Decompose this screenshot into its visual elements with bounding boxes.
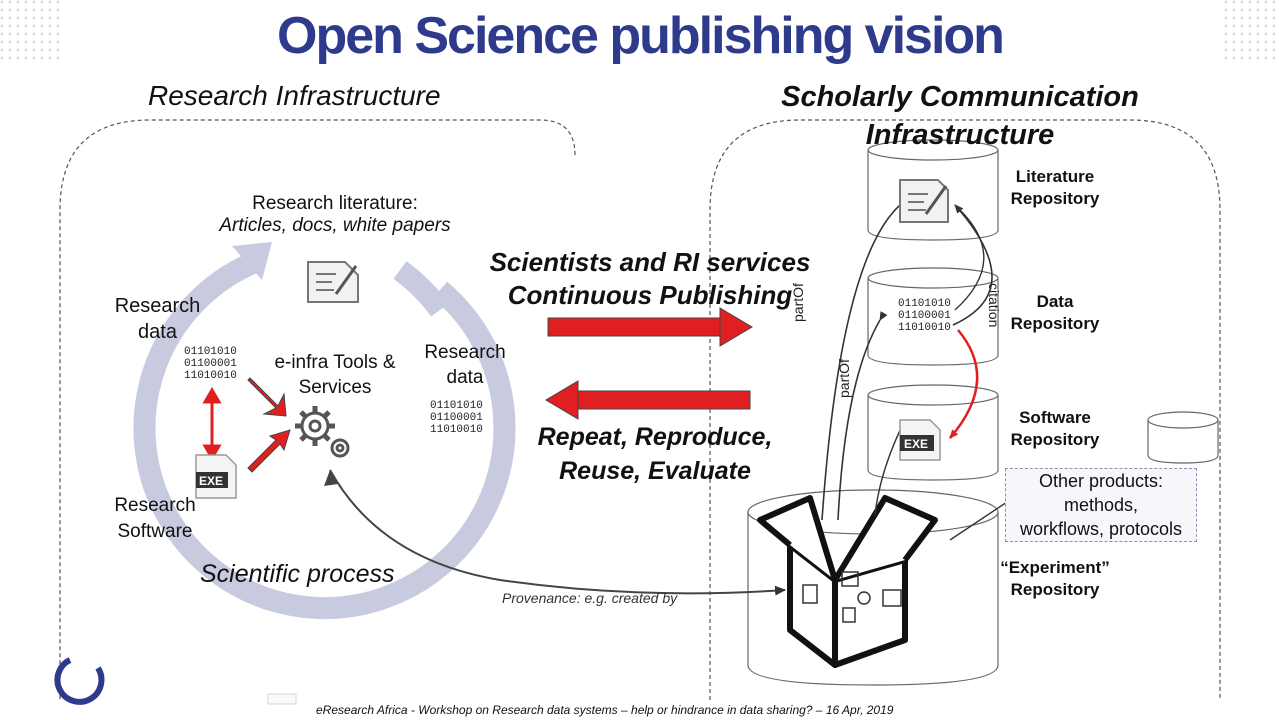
software-citation-link	[949, 329, 979, 439]
einfra-line2: Services	[298, 377, 372, 398]
partof-label: partOf	[836, 359, 852, 398]
continuous-publishing-arrow	[547, 307, 753, 347]
research-software-label: Research Software	[95, 493, 215, 545]
literature-repo-line1: Literature	[1015, 167, 1095, 186]
open-box-icon	[757, 495, 938, 668]
research-literature-subtitle: Articles, docs, white papers	[219, 215, 451, 236]
center-research-data-line1: Research	[424, 342, 506, 363]
repeat-line1: Repeat, Reproduce,	[537, 423, 773, 451]
small-badge	[267, 693, 297, 705]
provenance-link	[329, 469, 786, 596]
provenance-label: Provenance: e.g. created by	[502, 590, 678, 606]
research-data-line1: Research	[114, 295, 201, 317]
binary-line: 11010010	[898, 322, 951, 334]
scholarly-heading-line2: Infrastructure	[865, 119, 1055, 151]
software-repository-label: Software Repository	[1000, 407, 1110, 451]
repo-document-icon	[899, 179, 949, 223]
citation-link	[952, 204, 993, 326]
software-repo-exe-icon	[899, 419, 941, 461]
literature-document-icon	[307, 261, 359, 303]
continuous-publishing-label: Scientists and RI services Continuous Pu…	[470, 246, 830, 312]
research-literature-title: Research literature:	[252, 193, 418, 214]
cycle-arrowhead	[232, 242, 272, 280]
repeat-reproduce-arrow	[545, 380, 751, 420]
software-repo-line1: Software	[1019, 408, 1091, 427]
einfra-tools-label: e-infra Tools & Services	[255, 350, 415, 400]
provenance-tail-head	[324, 470, 338, 486]
footer-text: eResearch Africa - Workshop on Research …	[316, 703, 894, 717]
binary-line: 11010010	[430, 424, 483, 436]
partof-data-link	[837, 311, 888, 521]
other-products-box: Other products: methods, workflows, prot…	[1005, 468, 1197, 542]
research-software-line1: Research	[114, 495, 196, 516]
software-to-tools-arrow	[247, 429, 291, 473]
publishing-line2: Continuous Publishing	[507, 280, 793, 310]
scholarly-infrastructure-boundary	[709, 119, 1221, 700]
scholarly-communication-heading: Scholarly Communication Infrastructure	[760, 78, 1160, 154]
binary-line: 11010010	[184, 370, 237, 382]
research-software-line2: Software	[117, 521, 193, 542]
literature-repo-line2: Repository	[1010, 189, 1100, 208]
experiment-repo-line2: Repository	[1010, 580, 1100, 599]
center-research-data-line2: data	[446, 367, 484, 388]
other-products-line3: workflows, protocols	[1019, 519, 1183, 539]
citation-link-upper	[954, 209, 985, 311]
scholarly-heading-line1: Scholarly Communication	[781, 81, 1139, 113]
other-products-cylinder	[1147, 411, 1219, 464]
research-literature-label: Research literature: Articles, docs, whi…	[195, 193, 475, 237]
other-products-line1: Other products:	[1038, 471, 1164, 491]
research-software-exe-icon	[195, 454, 237, 499]
logo-icon	[54, 657, 105, 705]
software-repo-line2: Repository	[1010, 430, 1100, 449]
repeat-reproduce-label: Repeat, Reproduce, Reuse, Evaluate	[505, 420, 805, 488]
binary-line: 01100001	[430, 412, 483, 424]
center-data-binary: 01101010 01100001 11010010	[430, 400, 484, 436]
binary-line: 01101010	[898, 298, 951, 310]
exe-label: EXE	[904, 437, 929, 451]
data-repo-line2: Repository	[1010, 314, 1100, 333]
research-data-line2: data	[138, 321, 177, 343]
binary-line: 01101010	[430, 400, 483, 412]
scientific-process-label: Scientific process	[200, 560, 395, 588]
einfra-line1: e-infra Tools &	[274, 352, 396, 373]
page-title: Open Science publishing vision	[277, 7, 1005, 65]
research-data-binary: 01101010 01100001 11010010	[184, 346, 237, 382]
experiment-repo-line1: “Experiment”	[1000, 558, 1110, 577]
research-infrastructure-boundary	[59, 119, 576, 700]
research-data-label: Research data	[100, 293, 215, 345]
cycle-top-arc	[393, 261, 449, 317]
publishing-line1: Scientists and RI services	[489, 247, 811, 277]
scientific-process-cycle	[133, 251, 516, 619]
other-products-line2: methods,	[1063, 495, 1139, 515]
corner-dots-right	[1220, 0, 1280, 60]
corner-dots-left	[0, 0, 60, 60]
data-repository-label: Data Repository	[1000, 291, 1110, 335]
repeat-line2: Reuse, Evaluate	[559, 457, 751, 485]
binary-line: 01101010	[184, 346, 237, 358]
literature-repository-label: Literature Repository	[1000, 166, 1110, 210]
box-contents-icons	[802, 571, 902, 623]
partof-literature-link	[821, 196, 909, 521]
data-to-tools-arrow	[247, 377, 287, 417]
center-research-data-label: Research data	[410, 340, 520, 390]
data-repo-binary: 01101010 01100001 11010010	[898, 298, 951, 334]
data-repo-line1: Data	[1036, 292, 1074, 311]
binary-line: 01100001	[898, 310, 951, 322]
research-infrastructure-heading: Research Infrastructure	[148, 80, 441, 111]
gear-icon	[295, 406, 350, 458]
exe-label: EXE	[199, 474, 224, 488]
partof-label: partOf	[790, 283, 806, 322]
binary-line: 01100001	[184, 358, 237, 370]
data-software-link-arrow	[202, 387, 222, 461]
other-products-link	[949, 499, 1011, 541]
experiment-repository-label: “Experiment” Repository	[990, 557, 1120, 601]
